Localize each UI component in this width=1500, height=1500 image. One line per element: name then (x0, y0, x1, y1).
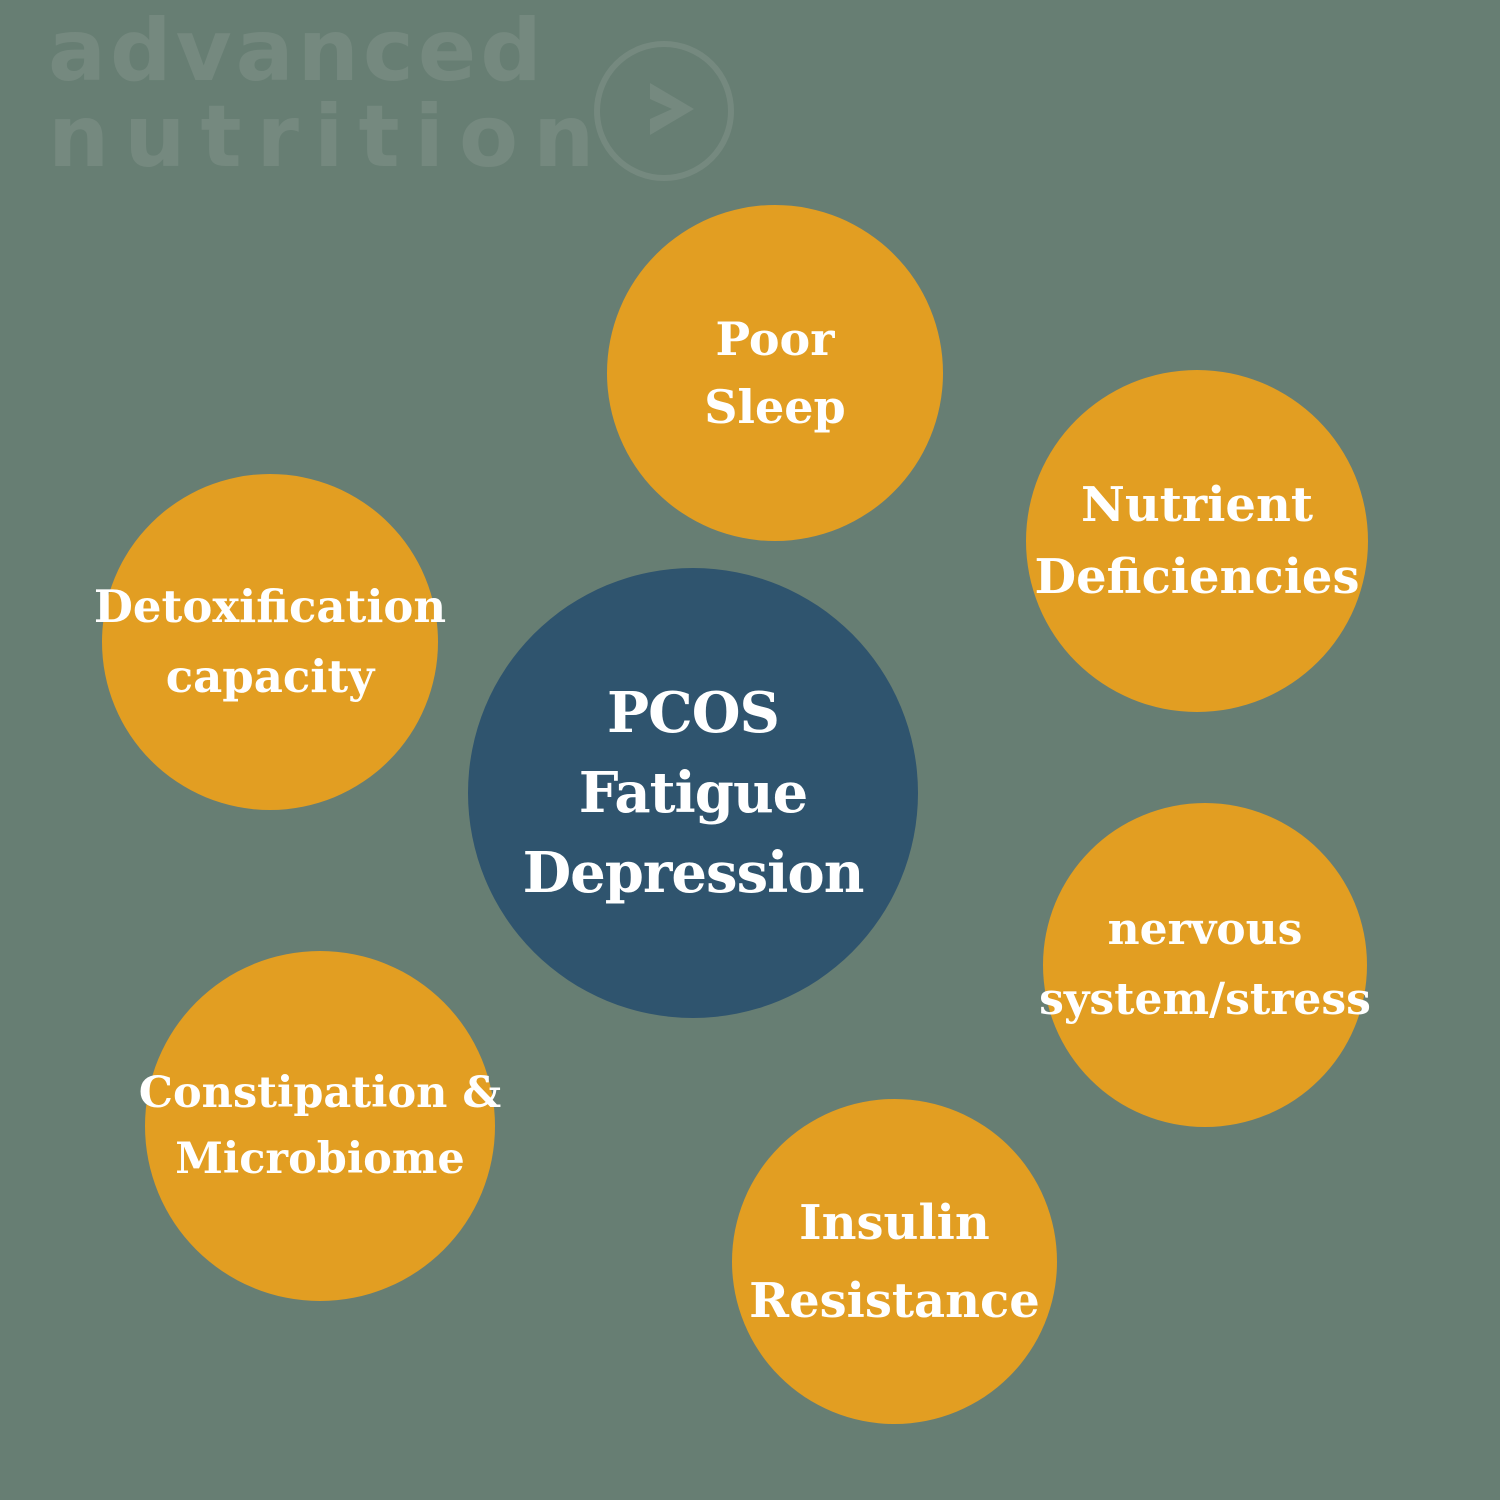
factor-nutrient-deficiencies: Nutrient Deficiencies (1026, 370, 1368, 712)
factor-label-line: Resistance (749, 1272, 1040, 1329)
brand-line-2: nutrition (48, 87, 610, 187)
factor-label-line: Constipation & (138, 1068, 502, 1118)
factor-label-line: Microbiome (175, 1134, 465, 1184)
chevron-right-circle-icon (594, 41, 734, 181)
center-label-line: Depression (522, 840, 865, 906)
center-topic-circle: PCOS Fatigue Depression (468, 568, 918, 1018)
factor-label-line: nervous (1107, 904, 1303, 955)
brand-wordmark: advanced nutrition (48, 8, 609, 180)
center-label-line: Fatigue (578, 760, 809, 826)
factor-poor-sleep: Poor Sleep (607, 205, 943, 541)
brand-line-1: advanced (48, 1, 546, 101)
factor-label-line: system/stress (1039, 974, 1371, 1025)
factor-constipation-microbiome: Constipation & Microbiome (139, 951, 501, 1301)
factor-label-line: Insulin (799, 1194, 990, 1251)
factor-insulin-resistance: Insulin Resistance (732, 1099, 1057, 1424)
center-label-line: PCOS (607, 680, 780, 746)
factor-label-line: Poor (715, 312, 835, 366)
factor-label-line: Nutrient (1080, 477, 1314, 533)
brand-logo: advanced nutrition (48, 8, 734, 198)
factor-detoxification-capacity: Detoxification capacity (94, 474, 446, 810)
factor-label-line: capacity (165, 650, 375, 703)
factor-label-line: Deficiencies (1034, 549, 1360, 605)
factor-label-line: Detoxification (93, 580, 447, 633)
factor-nervous-system-stress: nervous system/stress (1039, 803, 1371, 1127)
factor-label-line: Sleep (704, 380, 846, 434)
